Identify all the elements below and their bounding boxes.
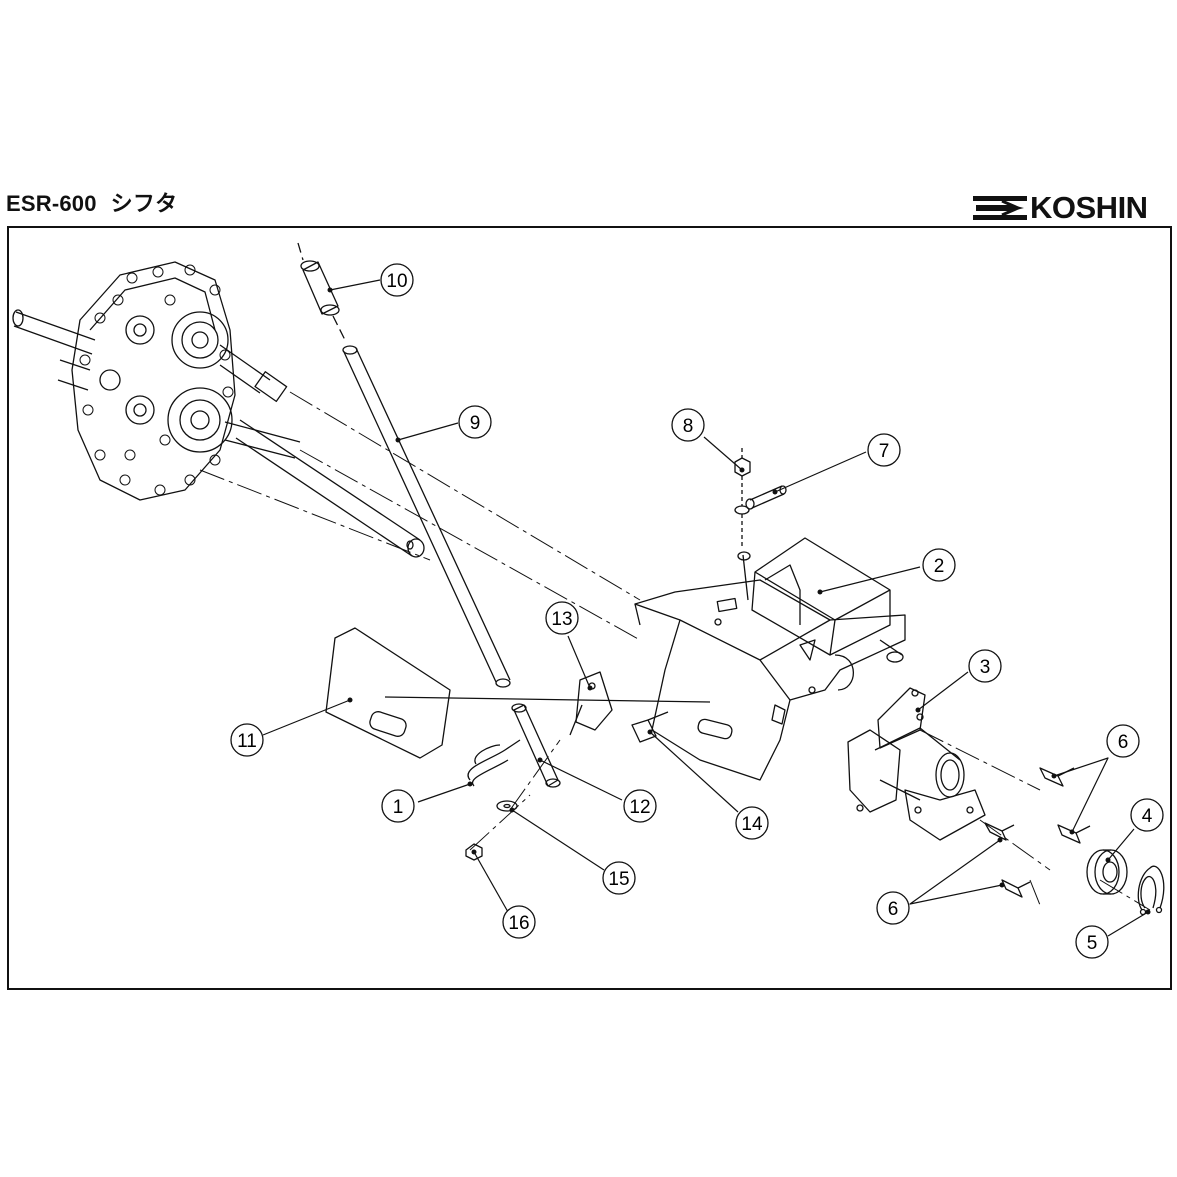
- callout-label: 6: [1118, 732, 1129, 753]
- part-7-pin: [745, 485, 787, 510]
- part-11-plate: [325, 627, 711, 759]
- logo-mark-icon: [973, 196, 1027, 220]
- callout-label: 3: [980, 657, 991, 678]
- callout-label: 6: [888, 899, 899, 920]
- callout-balloons: 1 2 3 4 5 6 6 7 8 9 10 11 12 13 14 15 16: [230, 263, 1164, 959]
- part-5-snap-ring: [1137, 865, 1165, 916]
- callout-6-upper: 6: [1106, 724, 1140, 758]
- callout-11: 11: [230, 723, 264, 757]
- part-2-box-bracket: [737, 537, 891, 656]
- part-13-bracket: [569, 671, 613, 736]
- part-8-nut: [734, 448, 751, 548]
- part-10-grip: [297, 242, 346, 341]
- callout-9: 9: [458, 405, 492, 439]
- leader-lines: [262, 279, 1149, 937]
- callout-label: 14: [741, 814, 763, 835]
- callout-label: 4: [1142, 806, 1153, 827]
- callout-label: 11: [237, 731, 257, 752]
- callout-label: 16: [508, 913, 529, 934]
- part-14-bolt: [631, 711, 669, 743]
- callout-14: 14: [735, 806, 769, 840]
- callout-1: 1: [381, 789, 415, 823]
- callout-label: 5: [1087, 933, 1098, 954]
- main-shaft: [235, 419, 425, 558]
- callout-10: 10: [380, 263, 414, 297]
- transmission-assembly: [12, 261, 301, 501]
- page-title: ESR-600 シフタ: [6, 186, 177, 218]
- brand-logo: KOSHIN: [972, 190, 1176, 225]
- callout-12: 12: [623, 789, 657, 823]
- part-1-r-clip: [467, 739, 521, 787]
- centre-lines: [199, 391, 1151, 911]
- diagram-subtitle: シフタ: [110, 192, 178, 217]
- part-4-collar: [1086, 849, 1128, 895]
- part-3-tube-mount: [847, 687, 986, 841]
- callout-label: 9: [470, 413, 481, 434]
- callout-8: 8: [671, 408, 705, 442]
- part-15-washer: [496, 800, 518, 812]
- callout-6-lower: 6: [876, 891, 910, 925]
- callout-label: 1: [393, 797, 404, 818]
- callout-7: 7: [867, 433, 901, 467]
- callout-15: 15: [602, 861, 636, 895]
- callout-2: 2: [922, 548, 956, 582]
- shift-plate-bracket: [634, 579, 906, 781]
- leader-dots: [327, 287, 1151, 915]
- callout-3: 3: [968, 649, 1002, 683]
- callout-4: 4: [1130, 798, 1164, 832]
- callout-label: 7: [879, 441, 890, 462]
- callout-13: 13: [545, 601, 579, 635]
- part-12-pin: [511, 703, 561, 788]
- part-6-bolts: [984, 767, 1091, 898]
- part-16-nut: [465, 843, 483, 861]
- logo-text: KOSHIN: [1030, 190, 1148, 225]
- callout-label: 15: [608, 869, 629, 890]
- callout-label: 8: [683, 416, 694, 437]
- callout-label: 10: [386, 271, 407, 292]
- callout-label: 2: [934, 556, 945, 577]
- callout-label: 13: [551, 609, 572, 630]
- callout-16: 16: [502, 905, 536, 939]
- callout-label: 12: [629, 797, 650, 818]
- model-number: ESR-600: [6, 191, 97, 216]
- diagram-frame: [7, 226, 1172, 990]
- callout-5: 5: [1075, 925, 1109, 959]
